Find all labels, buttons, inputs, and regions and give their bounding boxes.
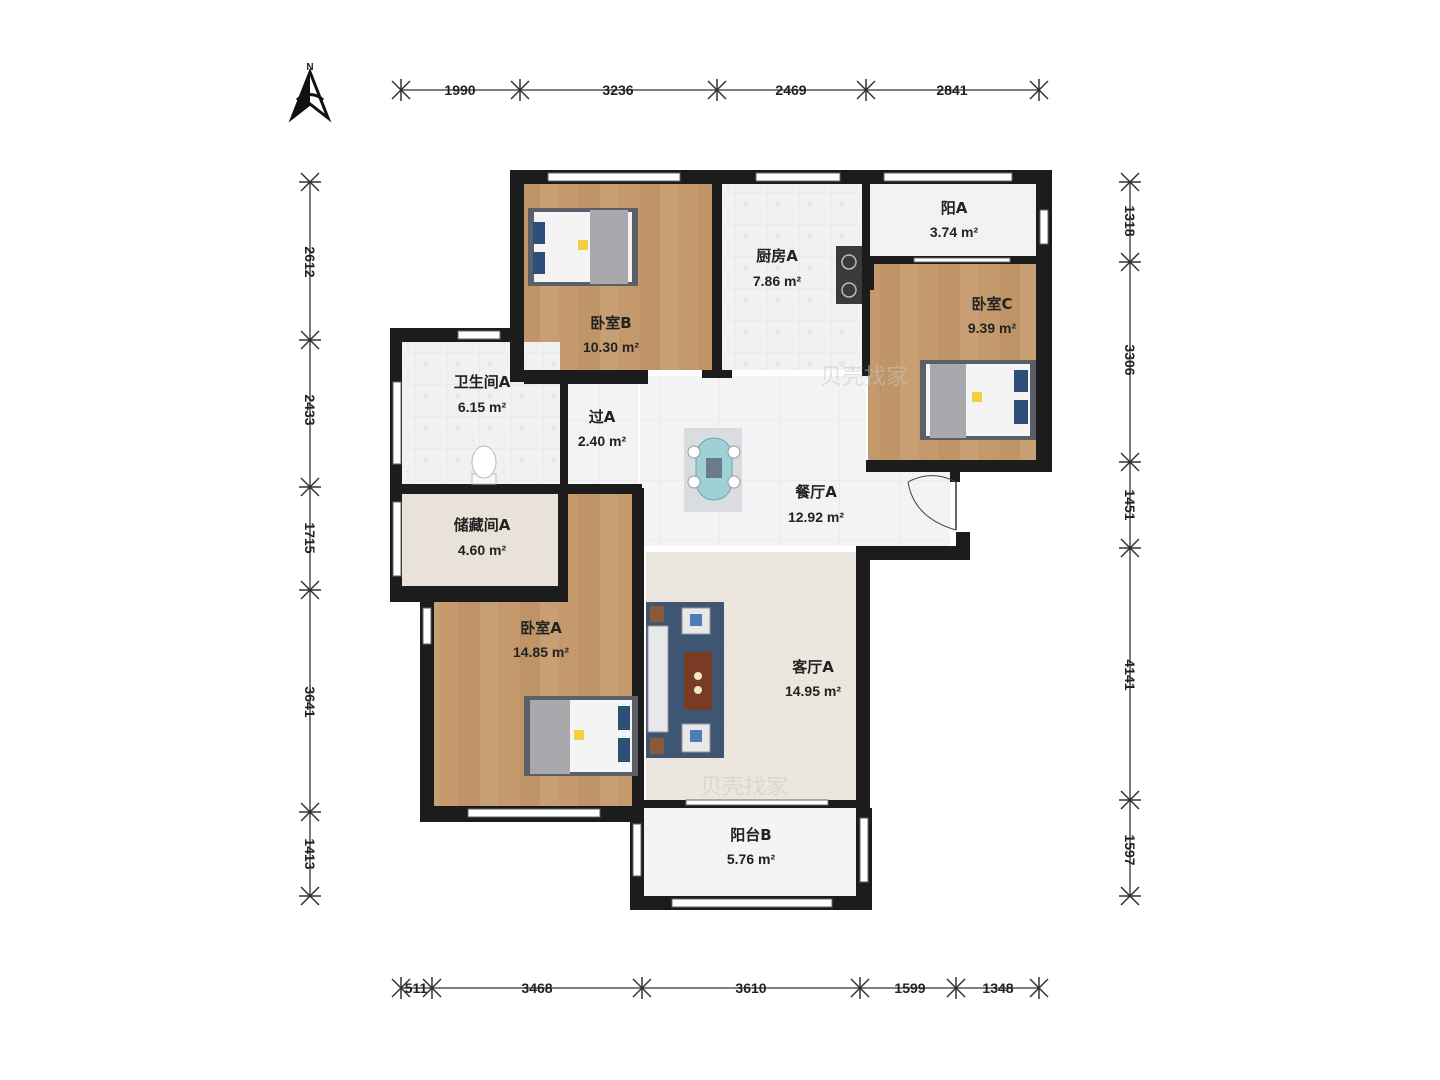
window-bathroom-top	[457, 330, 501, 340]
dimension-value: 1599	[894, 980, 925, 996]
room-name: 过A	[589, 408, 616, 426]
window-storage	[392, 501, 402, 577]
window-balcony-a	[883, 172, 1013, 182]
dimension-value: 1318	[1122, 205, 1138, 236]
dimension-value: 511	[405, 980, 428, 996]
room-area: 7.86 m²	[753, 273, 802, 289]
dimension-value: 1413	[302, 838, 318, 869]
room-area: 5.76 m²	[727, 851, 776, 867]
floor-balcony-b	[644, 808, 858, 898]
window-balcony-a-side	[1039, 209, 1049, 245]
dimension-value: 1990	[444, 82, 475, 98]
room-area: 14.95 m²	[785, 683, 841, 699]
room-name: 客厅A	[791, 658, 834, 676]
dimension-value: 3468	[521, 980, 552, 996]
dimension-right: 1318 3306 1451 4141 1597	[1122, 182, 1138, 896]
dimension-value: 1451	[1122, 489, 1138, 520]
floor-storage-a	[402, 494, 558, 586]
watermark: 贝壳找家	[820, 365, 908, 390]
dimension-value: 2841	[936, 82, 967, 98]
dimension-value: 2433	[302, 394, 318, 425]
entrance-door	[907, 475, 957, 531]
room-area: 4.60 m²	[458, 542, 507, 558]
floor-balcony-a	[870, 184, 1036, 256]
room-name: 阳A	[941, 199, 968, 217]
window-balcony-b-right	[859, 817, 869, 883]
dining-table	[684, 428, 742, 512]
window-bedroom-a	[467, 808, 601, 818]
room-area: 2.40 m²	[578, 433, 627, 449]
room-name: 卧室A	[520, 619, 562, 637]
dimension-left: 2612 2433 1715 3641 1413	[302, 182, 318, 896]
room-area: 12.92 m²	[788, 509, 844, 525]
bed-bedroom-c	[920, 360, 1036, 440]
dimension-value: 1348	[982, 980, 1013, 996]
room-area: 9.39 m²	[968, 320, 1017, 336]
window-bedroom-b	[547, 172, 681, 182]
window-balcony-b-bottom	[671, 898, 833, 908]
window-kitchen	[755, 172, 841, 182]
dimension-value: 4141	[1122, 659, 1138, 690]
windows	[392, 172, 1049, 908]
dimension-value: 1715	[302, 522, 318, 553]
dimension-ticks	[299, 79, 1141, 999]
room-name: 卧室C	[971, 295, 1012, 313]
watermark: 贝壳找家	[700, 775, 788, 800]
room-labels: 卧室B 10.30 m² 厨房A 7.86 m² 阳A 3.74 m² 卧室C …	[454, 199, 1017, 867]
room-name: 卫生间A	[454, 373, 511, 391]
room-area: 10.30 m²	[583, 339, 639, 355]
dimension-value: 2612	[302, 246, 318, 277]
room-name: 储藏间A	[454, 516, 511, 534]
stove-icon	[836, 246, 862, 304]
toilet-icon	[471, 445, 497, 485]
window-bathroom-side	[392, 381, 402, 465]
window-balcony-b-left	[632, 823, 642, 877]
bed-bedroom-a	[524, 696, 638, 776]
room-area: 3.74 m²	[930, 224, 979, 240]
dimension-top: 1990 3236 2469 2841	[401, 82, 1039, 98]
compass-icon: N	[288, 62, 332, 123]
room-name: 阳台B	[730, 826, 771, 844]
door-balcony-bedroom-c	[913, 257, 1011, 263]
room-name: 餐厅A	[795, 483, 837, 501]
room-area: 14.85 m²	[513, 644, 569, 660]
room-name: 厨房A	[756, 247, 798, 265]
floor-corridor-a	[568, 384, 638, 486]
bed-bedroom-b	[528, 208, 638, 286]
dimension-value: 3306	[1122, 344, 1138, 375]
compass-label: N	[306, 62, 313, 73]
room-area: 6.15 m²	[458, 399, 507, 415]
dimension-value: 3610	[735, 980, 766, 996]
living-room-sofa-set	[646, 602, 724, 758]
dimension-value: 2469	[775, 82, 806, 98]
window-bedroom-a-side	[422, 607, 432, 645]
dimension-value: 3641	[302, 686, 318, 717]
dimension-value: 3236	[602, 82, 633, 98]
door-living-balcony	[685, 799, 829, 806]
dimension-value: 1597	[1122, 834, 1138, 865]
dimension-bottom: 511 3468 3610 1599 1348	[401, 980, 1039, 996]
room-name: 卧室B	[590, 314, 631, 332]
